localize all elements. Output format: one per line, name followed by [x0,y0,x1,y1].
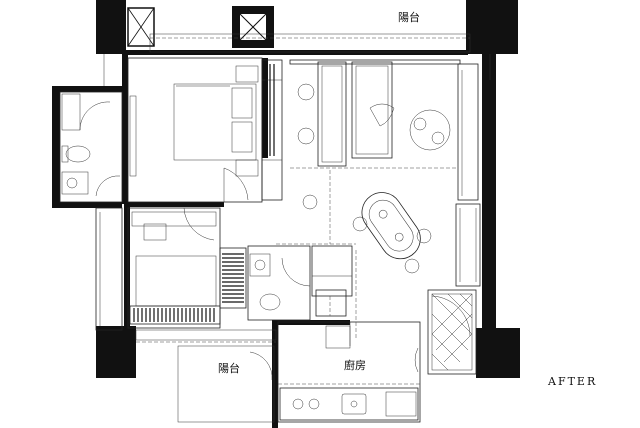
dining-table [361,192,421,260]
nightstand-bottom [235,159,259,177]
wall-left-lower [124,204,130,330]
chair [143,223,167,241]
sink-center [249,253,271,277]
wall-mid-horizontal [124,202,224,207]
structural-walls [52,0,520,428]
shaft-top-left [127,7,155,47]
wardrobe-left [129,95,137,177]
fridge [385,391,417,417]
kitchen-sink [341,393,367,415]
kitchen [277,321,421,423]
closet-hatch-lower [129,305,221,325]
living-area [289,59,481,287]
wall-right-outer [482,54,496,330]
door-swing-balcony [249,351,273,381]
column-top-right [466,0,518,54]
bathroom-left [59,91,123,203]
wall-bath-bottom [52,202,122,208]
room-label-balcony-top: 陽台 [398,10,420,24]
door-swing-kitchen [414,347,419,373]
bedroom-second [127,207,247,329]
room-label-balcony-bottom: 陽台 [218,361,240,375]
sink [61,171,89,195]
entry-door [427,289,477,375]
wall-left-upper [122,54,128,204]
balcony-top-area [149,33,471,53]
round-table [409,109,451,151]
bed-second [135,255,217,307]
lounge-chair [369,103,395,127]
chair-2 [297,127,315,145]
column-bottom-right [476,328,520,378]
room-label-kitchen: 廚房 [344,358,366,372]
column-top-left-2 [112,0,126,54]
plan-state-label: AFTER [547,375,597,388]
chair-1 [297,83,315,101]
bed [173,83,257,161]
bathroom-center [247,245,311,321]
nightstand-top [235,65,259,83]
shower [61,93,81,131]
sofa [351,61,393,159]
toilet-center [259,293,281,311]
wall-bath-left [52,86,60,208]
toilet [65,145,91,163]
right-cabinet-lower [455,203,481,287]
tv-cabinet [317,61,347,167]
desk [131,211,217,227]
boundary-lines [103,54,491,340]
closet-hatch-side [219,247,247,309]
left-strip [95,207,123,331]
pillow-left [231,87,253,119]
counter [279,387,419,421]
wall-bath-top [52,86,122,92]
wall-top [124,50,468,55]
wall-kitchen-top [276,320,350,325]
stove [292,398,320,410]
balcony-bottom-area [135,329,277,423]
wardrobe-center [261,59,283,201]
column-bottom-left [96,326,136,378]
column-top-left [96,0,112,54]
door-swing-second [183,207,215,241]
dining-chairs [302,194,432,274]
shaft-top [232,6,274,48]
door-swing-bedroom [223,167,249,201]
right-cabinet [457,63,479,201]
pillow-right [231,121,253,153]
bedroom [127,57,263,203]
wall-kitchen-left [272,320,278,428]
utility-closet [311,245,353,349]
wall-center-stub [262,58,268,158]
